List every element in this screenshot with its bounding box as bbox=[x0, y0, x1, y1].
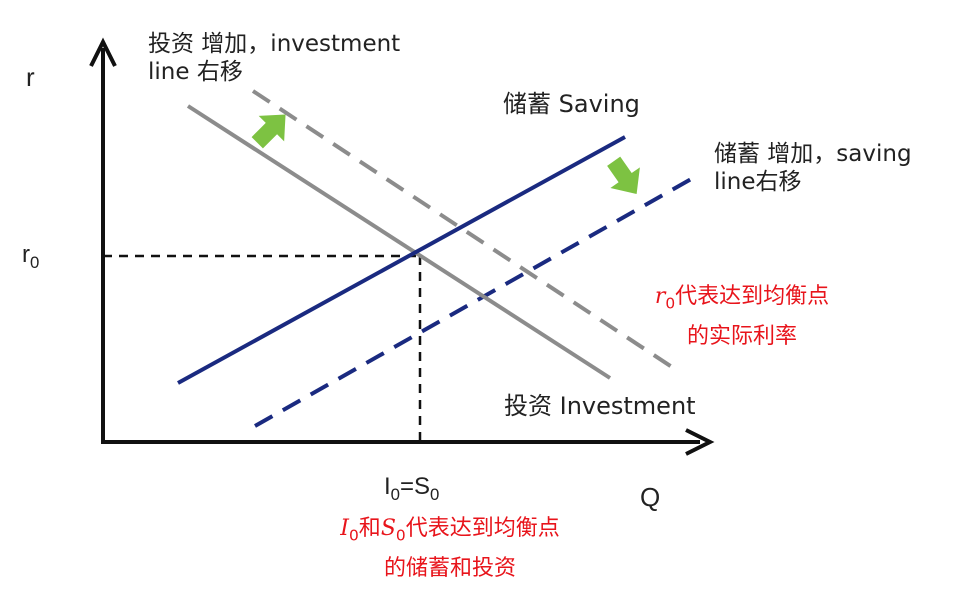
saving-line bbox=[177, 135, 626, 385]
eq-annotation: I0和S0代表达到均衡点 的储蓄和投资 bbox=[340, 516, 560, 582]
investment-line bbox=[186, 104, 612, 380]
saving-shift-arrow-icon bbox=[607, 156, 640, 195]
x-axis-arrowhead bbox=[685, 428, 715, 456]
saving-curve-label: 储蓄 Saving bbox=[503, 90, 640, 118]
eq-tick-label: I0=S0 bbox=[384, 473, 440, 504]
r0-annotation: r0代表达到均衡点 的实际利率 bbox=[654, 284, 830, 350]
x-axis-label: Q bbox=[640, 482, 661, 512]
investment-shifted-line bbox=[251, 89, 680, 373]
saving-shift-note: 储蓄 增加，saving line右移 bbox=[714, 141, 912, 195]
saving-shifted-line bbox=[254, 176, 694, 428]
r0-tick-label: r0 bbox=[22, 241, 40, 272]
investment-shift-arrow-icon bbox=[251, 114, 286, 149]
investment-shift-note: 投资 增加，investment line 右移 bbox=[148, 31, 401, 85]
r0-tick-sub: 0 bbox=[30, 252, 40, 272]
y-axis-arrowhead bbox=[89, 37, 117, 67]
y-axis-label: r bbox=[26, 62, 35, 92]
investment-curve-label: 投资 Investment bbox=[504, 392, 696, 420]
